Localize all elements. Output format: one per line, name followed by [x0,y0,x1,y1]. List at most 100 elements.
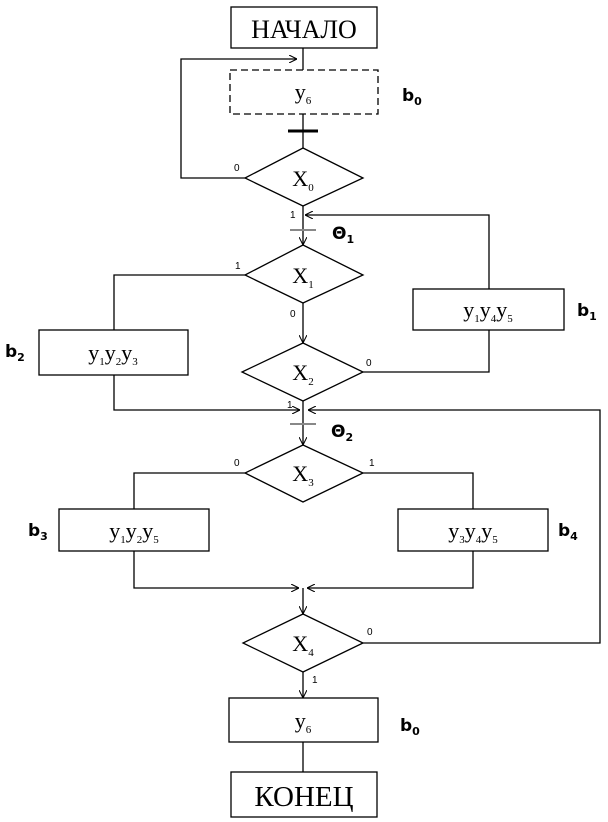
operator-y1y2y3-box [38,329,189,376]
condition-x2-text: X2 [292,360,313,388]
label-base: X [292,263,308,288]
end-terminal: КОНЕЦ [230,771,378,818]
condition-x1-diamond [243,244,365,304]
label-base: y [295,79,306,104]
theta-label-1: Θ1 [332,224,354,246]
label-subscript: 5 [507,313,513,325]
condition-x1-text: X1 [292,263,313,291]
label-base: y [88,340,99,365]
condition-x0: X0 [292,166,314,194]
label-subscript: 2 [116,356,122,368]
label-subscript: 0 [308,182,314,194]
label-subscript: 2 [345,431,353,444]
operator-y1y2y3-text: y1y2y3 [88,340,138,368]
operator-y1y4y5-text: y1y4y5 [463,297,513,325]
label-base: b [28,521,40,541]
label-base: b [558,521,570,541]
operator-y1y2y3: y1y2y3 [88,340,138,368]
condition-x2: X2 [292,360,313,388]
state-label-b0-bottom: b0 [400,716,420,738]
edge-x4-false-return [308,410,601,644]
label-base: b [5,342,17,362]
start-terminal: НАЧАЛО [230,6,378,49]
state-label-b0-top: b0 [402,86,422,108]
operator-y6-top: y6 [295,79,312,107]
state-label-b2-text: b2 [5,342,25,364]
label-base: Θ [331,422,345,442]
label-subscript: 2 [17,351,25,364]
state-label-b4: b4 [558,521,578,543]
label-base: y [295,708,306,733]
edge-b3-join [133,551,299,588]
start-label: НАЧАЛО [251,15,357,44]
condition-x3: X3 [292,461,314,489]
state-label-b0-bottom-text: b0 [400,716,420,738]
label-base: y [142,518,153,543]
state-label-b3-text: b3 [28,521,48,543]
label-subscript: 3 [40,530,48,543]
label-subscript: 0 [412,725,420,738]
label-base: y [448,518,459,543]
edge-label-x2-false: 0 [366,358,372,369]
edge-x2-false [363,330,490,373]
operator-y1y4y5-box [412,288,565,331]
edge-label-x0-false: 0 [234,163,240,174]
end-label: КОНЕЦ [254,781,353,813]
edge-label-x4-true: 1 [312,675,318,686]
theta-label-2: Θ2 [331,422,353,444]
label-base: X [292,166,308,191]
edge-b2-out [113,375,300,410]
label-base: y [109,518,120,543]
edge-b4-join [307,551,474,588]
operator-y6-bottom-text: y6 [295,708,312,736]
edge-label-x1-false: 0 [290,309,296,320]
label-base: y [126,518,137,543]
label-base: b [577,301,589,321]
condition-x0-text: X0 [292,166,314,194]
label-base: y [481,518,492,543]
edge-x1-true [113,274,245,330]
label-base: y [121,340,132,365]
condition-x3-text: X3 [292,461,314,489]
state-label-b0-top-text: b0 [402,86,422,108]
label-base: X [292,631,308,656]
label-base: y [496,297,507,322]
theta-label-2-text: Θ2 [331,422,353,444]
label-subscript: 2 [137,534,143,546]
operator-y6-bottom: y6 [295,708,312,736]
operator-y6-top-text: y6 [295,79,312,107]
edge-x0-false-loop [180,59,297,179]
edge-label-x3-true: 1 [369,458,375,469]
condition-x4-diamond [241,613,365,673]
operator-y6-bottom-box [228,697,379,743]
condition-x4: X4 [292,631,314,659]
state-label-b1: b1 [577,301,597,323]
state-label-b4-text: b4 [558,521,578,543]
label-subscript: 0 [414,95,422,108]
label-subscript: 4 [308,647,314,659]
state-label-b1-text: b1 [577,301,597,323]
label-subscript: 4 [491,313,497,325]
label-subscript: 1 [308,279,314,291]
edge-x3-true [363,472,474,509]
connectors [113,48,601,772]
operator-y1y2y5: y1y2y5 [109,518,159,546]
label-subscript: 3 [459,534,465,546]
condition-x4-text: X4 [292,631,314,659]
label-subscript: 4 [570,530,578,543]
label-subscript: 1 [474,313,480,325]
edge-label-x4-false: 0 [367,627,373,638]
operator-y3y4y5: y3y4y5 [448,518,498,546]
label-subscript: 5 [153,534,159,546]
operator-y6-top-box [229,69,379,115]
edge-label-x0-true: 1 [290,210,296,221]
edge-label-x2-true: 1 [287,400,293,411]
label-subscript: 1 [589,310,597,323]
edge-b1-return [305,215,490,289]
label-subscript: 6 [306,724,312,736]
label-subscript: 1 [120,534,126,546]
label-base: Θ [332,224,346,244]
edge-label-x3-false: 0 [234,458,240,469]
condition-x1: X1 [292,263,313,291]
